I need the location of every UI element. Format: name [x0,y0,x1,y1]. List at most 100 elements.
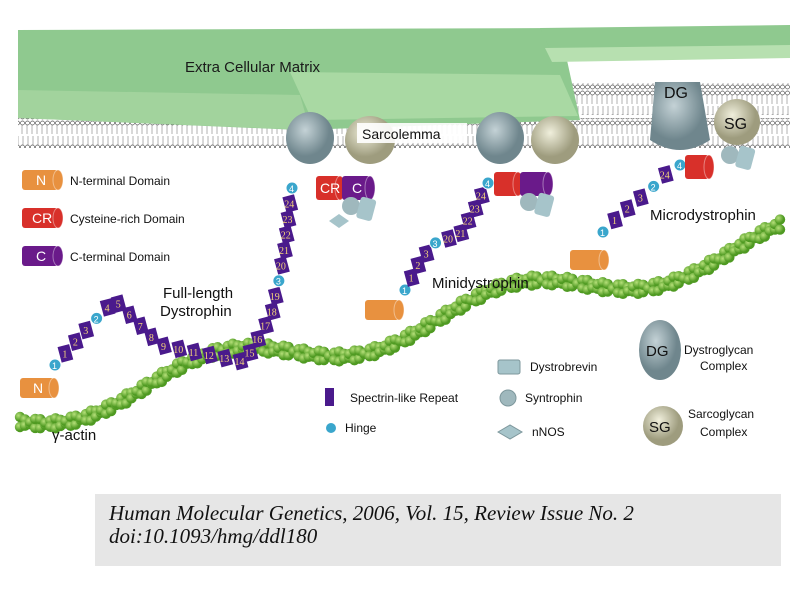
svg-text:21: 21 [455,229,465,240]
svg-text:4: 4 [485,179,490,189]
syntrophin-icon [499,389,517,407]
svg-text:22: 22 [281,231,291,242]
spectrin-repeat [441,229,457,248]
spectrin-repeat [132,316,149,336]
extracellular-matrix [18,25,790,130]
svg-text:4: 4 [289,184,294,194]
hinge [48,358,62,372]
svg-text:12: 12 [204,351,214,362]
full-length-label-2: Dystrophin [160,303,232,320]
spectrin-repeat [282,194,299,213]
legend-label: C-terminal Domain [70,250,170,264]
spectrin-repeat [250,329,267,349]
legend-n-domain-icon: N [22,169,64,191]
hinge [285,181,299,195]
hinge [398,283,412,297]
spectrin-repeat [607,210,623,230]
syntrophin [721,146,739,164]
svg-text:Hinge: Hinge [345,421,377,435]
svg-text:Spectrin-like Repeat: Spectrin-like Repeat [350,391,459,405]
svg-text:8: 8 [149,333,154,344]
spectrin-repeat [242,343,259,362]
svg-text:3: 3 [433,239,438,249]
svg-text:CR: CR [320,180,340,196]
svg-text:1: 1 [62,349,67,360]
gamma-actin-label: γ-actin [52,427,96,444]
cysteine-rich-domain [685,154,715,180]
legend-c-domain-icon: C [22,245,64,267]
svg-text:15: 15 [245,348,255,359]
svg-text:24: 24 [284,200,294,211]
svg-text:Dystrobrevin: Dystrobrevin [530,360,597,374]
spectrin-repeat [232,351,249,371]
svg-text:11: 11 [189,348,199,359]
spectrin-repeat [171,339,188,359]
spectrin-repeat [143,327,160,347]
legend-label: Cysteine-rich Domain [70,212,185,226]
legend-label: N-terminal Domain [70,174,170,188]
citation-doi: doi:10.1093/hmg/ddl180 [109,524,318,548]
hinge [647,179,661,193]
spectrin-repeat [99,298,116,317]
hinge [596,225,610,239]
svg-text:7: 7 [138,322,143,333]
sg-complex-icon [643,406,683,446]
svg-text:10: 10 [173,345,183,356]
spectrin-repeat [258,316,274,335]
spectrin-repeat [264,302,281,321]
svg-text:18: 18 [267,307,277,318]
svg-text:Complex: Complex [700,359,747,373]
citation-journal: Human Molecular Genetics, 2006, Vol. 15,… [109,501,634,525]
spectrin-repeat [186,342,203,362]
svg-text:24: 24 [476,192,486,203]
svg-text:nNOS: nNOS [532,425,565,439]
spectrin-repeat [78,320,95,340]
hinge [272,274,286,288]
microdystrophin-label: Microdystrophin [650,207,756,224]
c-terminal-domain: C [342,175,376,201]
svg-text:3: 3 [638,194,643,205]
spectrin-repeat [267,286,284,306]
svg-text:SG: SG [649,419,671,436]
hinge-icon [326,423,336,433]
svg-text:20: 20 [276,261,286,272]
spectrin-repeat [277,240,293,260]
dystrophin-diagram: Extra Cellular Matrix Sarcolemma DG SG N… [14,25,790,446]
spectrin-repeat [278,225,295,244]
svg-text:Sarcoglycan: Sarcoglycan [688,407,754,421]
svg-text:Dystroglycan: Dystroglycan [684,343,753,357]
n-terminal-domain: N [20,377,60,399]
cysteine-rich-domain [494,171,524,197]
svg-text:4: 4 [105,303,110,314]
spectrin-repeat [217,348,234,368]
svg-text:1: 1 [600,228,605,238]
svg-text:16: 16 [252,335,262,346]
spectrin-repeat [67,332,84,351]
dg-label: DG [664,85,688,102]
svg-text:3: 3 [424,250,429,261]
svg-text:19: 19 [270,292,280,303]
svg-text:C: C [352,180,362,196]
full-length-label: Full-length [163,285,233,302]
n-terminal-domain [365,299,405,321]
svg-text:3: 3 [276,277,281,287]
dystrobrevin [356,196,377,221]
spectrin-repeat [202,345,218,365]
spectrin-repeat [274,256,290,275]
svg-text:2: 2 [94,314,99,324]
spectrin-repeat [156,336,172,356]
svg-text:DG: DG [646,343,669,360]
sg-label: SG [724,116,747,133]
actin-monomer [774,224,786,235]
svg-text:21: 21 [279,246,289,257]
svg-text:2: 2 [73,338,78,349]
ecm-label: Extra Cellular Matrix [185,59,321,76]
dystrobrevin-icon [497,359,521,375]
syntrophin [520,193,538,211]
spectrin-repeat [619,199,636,218]
svg-text:23: 23 [282,215,292,226]
svg-text:4: 4 [677,161,682,171]
